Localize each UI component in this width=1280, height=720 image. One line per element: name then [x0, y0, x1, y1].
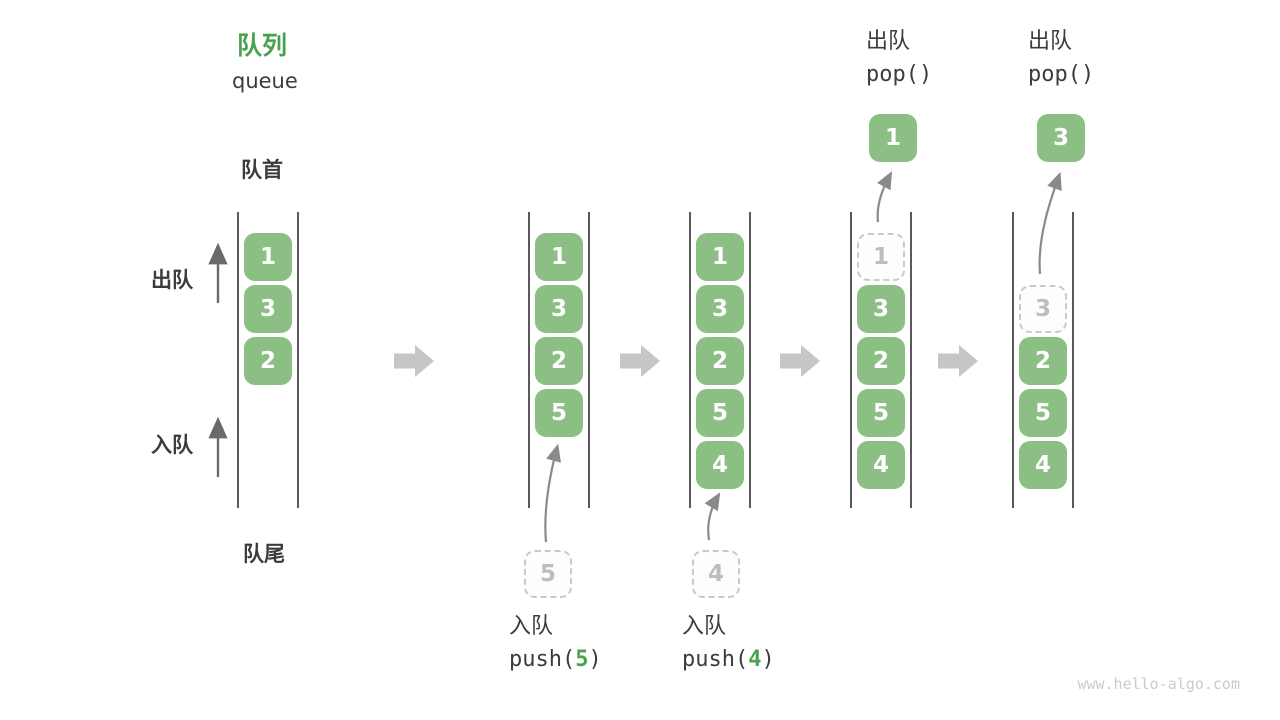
queue-cell: 4 — [1019, 441, 1067, 489]
code-part: ) — [761, 647, 775, 672]
queue-cell-removed: 1 — [857, 233, 905, 281]
annotation-title: 入队 — [682, 614, 727, 639]
annotation-title: 入队 — [509, 614, 554, 639]
pending-enqueue-cell: 5 — [524, 550, 572, 598]
right-arrow-icon — [938, 345, 978, 377]
code-part: 4 — [748, 647, 762, 672]
annotation-code: pop() — [1028, 62, 1095, 87]
queue-channel-wall — [689, 212, 691, 508]
queue-cell: 3 — [696, 285, 744, 333]
queue-channel-wall — [749, 212, 751, 508]
queue-cell: 1 — [244, 233, 292, 281]
queue-channel-wall — [1012, 212, 1014, 508]
popped-cell: 3 — [1037, 114, 1085, 162]
queue-cell: 2 — [857, 337, 905, 385]
queue-cell: 4 — [696, 441, 744, 489]
curved-arrow-icon — [544, 443, 561, 543]
code-part: ) — [588, 647, 602, 672]
enqueue-annotation: 入队 push(4) — [682, 616, 775, 671]
enqueue-direction-label: 入队 — [151, 433, 193, 457]
dequeue-annotation: 出队 pop() — [866, 31, 932, 86]
queue-cell: 5 — [535, 389, 583, 437]
right-arrow-icon — [394, 345, 434, 377]
pending-enqueue-cell: 4 — [692, 550, 740, 598]
queue-cell: 1 — [535, 233, 583, 281]
code-part: 5 — [575, 647, 589, 672]
queue-rear-label: 队尾 — [243, 542, 285, 566]
queue-cell: 3 — [244, 285, 292, 333]
queue-channel-wall — [850, 212, 852, 508]
queue-cell: 1 — [696, 233, 744, 281]
queue-cell: 5 — [857, 389, 905, 437]
queue-channel-wall — [237, 212, 239, 508]
queue-cell: 2 — [244, 337, 292, 385]
diagram-title-zh: 队列 — [237, 31, 288, 60]
enqueue-annotation: 入队 push(5) — [509, 616, 602, 671]
curved-arrow-icon — [1038, 171, 1062, 275]
curved-arrow-icon — [876, 171, 893, 223]
queue-channel-wall — [1072, 212, 1074, 508]
popped-cell: 1 — [869, 114, 917, 162]
curved-arrow-icon — [704, 492, 721, 541]
code-part: push( — [682, 647, 749, 672]
right-arrow-icon — [620, 345, 660, 377]
queue-cell: 5 — [696, 389, 744, 437]
queue-channel-wall — [528, 212, 530, 508]
watermark: www.hello-algo.com — [1077, 675, 1240, 693]
annotation-code: push(4) — [682, 649, 775, 671]
dequeue-annotation: 出队 pop() — [1028, 31, 1094, 86]
queue-channel-wall — [910, 212, 912, 508]
annotation-title: 出队 — [866, 29, 911, 54]
right-arrow-icon — [780, 345, 820, 377]
queue-cell: 3 — [857, 285, 905, 333]
annotation-title: 出队 — [1028, 29, 1073, 54]
diagram-title-en: queue — [232, 69, 298, 93]
dequeue-direction-label: 出队 — [151, 268, 193, 292]
queue-cell: 2 — [535, 337, 583, 385]
queue-cell: 4 — [857, 441, 905, 489]
queue-channel-wall — [588, 212, 590, 508]
queue-cell: 2 — [696, 337, 744, 385]
queue-cell-removed: 3 — [1019, 285, 1067, 333]
queue-front-label: 队首 — [241, 158, 283, 182]
queue-cell: 2 — [1019, 337, 1067, 385]
queue-channel-wall — [297, 212, 299, 508]
annotation-code: pop() — [866, 62, 933, 87]
code-part: push( — [509, 647, 576, 672]
queue-cell: 5 — [1019, 389, 1067, 437]
queue-cell: 3 — [535, 285, 583, 333]
annotation-code: push(5) — [509, 649, 602, 671]
